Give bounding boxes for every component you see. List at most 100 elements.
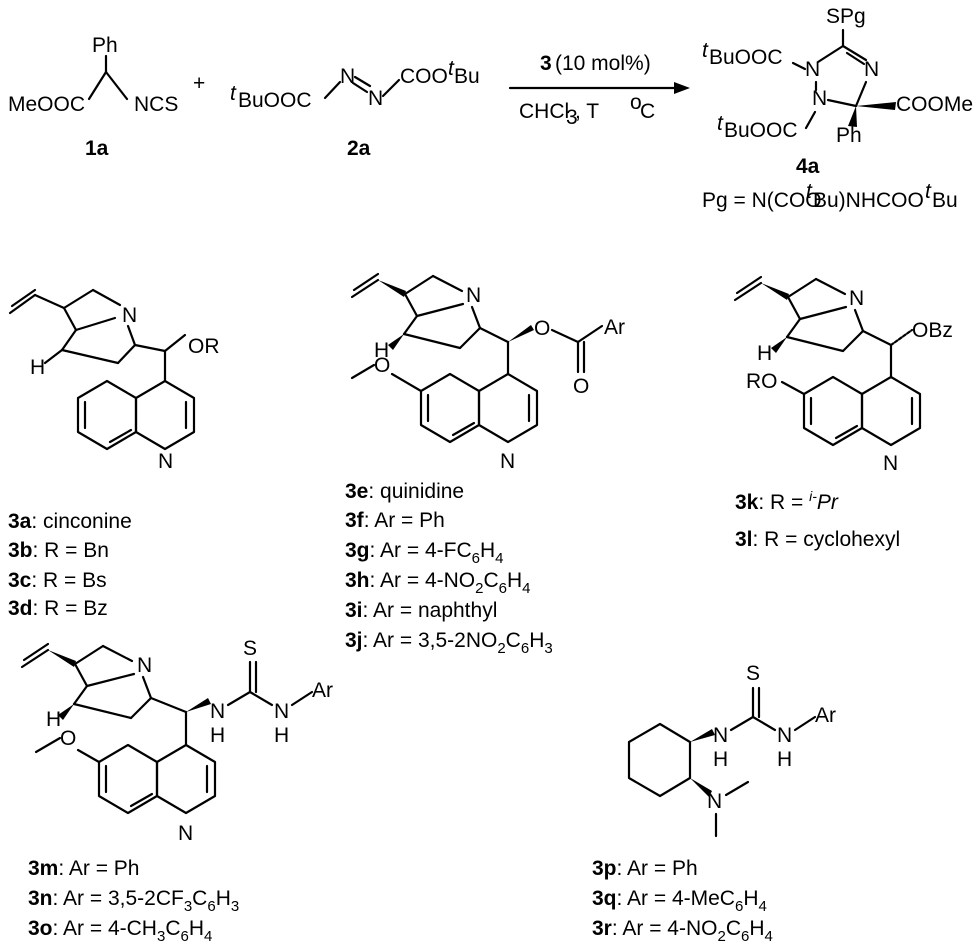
svg-text:3f: Ar = Ph: 3f: Ar = Ph: [345, 509, 445, 532]
desc-3o: : Ar = 4-CH: [53, 917, 157, 940]
bridge-n: N: [466, 284, 481, 307]
phenyl-label: Ph: [836, 124, 862, 147]
code-3b: 3b: [8, 539, 33, 562]
methoxy-o: O: [374, 354, 390, 377]
svg-text:3d: R = Bz: 3d: R = Bz: [8, 597, 108, 620]
h-label: H: [46, 708, 61, 731]
code-3h: 3h: [345, 569, 370, 592]
svg-text:3g: Ar = 4-FC6H4: 3g: Ar = 4-FC6H4: [345, 539, 503, 567]
boc-right-tail: Bu: [454, 65, 480, 88]
code-3f: 3f: [345, 509, 365, 532]
quinoline-n: N: [178, 822, 193, 845]
compound-code-1a: 1a: [85, 137, 109, 160]
phenyl-bond: [848, 106, 857, 127]
catalyst-3a-3d-legend: 3a: cinconine 3b: R = Bn 3c: R = Bs 3d: …: [8, 510, 132, 620]
ar-label: Ar: [815, 704, 836, 727]
h-label: H: [757, 342, 772, 365]
bridge-n: N: [849, 287, 864, 310]
code-3e: 3e: [345, 480, 368, 503]
bridge-n: N: [122, 304, 137, 327]
desc-3j: : Ar = 3,5-2NO: [363, 629, 498, 652]
svg-text:3l: R = cyclohexyl: 3l: R = cyclohexyl: [735, 528, 900, 551]
svg-text:3c: R = Bs: 3c: R = Bs: [8, 569, 107, 592]
pg-sup2: t: [925, 180, 932, 203]
arrowhead: [674, 82, 690, 94]
solvent-sub: 3: [566, 106, 578, 129]
spg-label: SPg: [826, 5, 866, 28]
temperature: , T: [575, 100, 599, 123]
boc-right-label: COO: [400, 65, 448, 88]
azo-n2: N: [368, 87, 383, 110]
code-3i: 3i: [345, 599, 363, 622]
ester-label: COOMe: [896, 93, 973, 116]
catalyst-3e-3j-structure: N H O Ar O N O: [350, 272, 625, 473]
bridge-n: N: [137, 654, 152, 677]
compound-2a: t BuOOC N N COO t Bu 2a: [230, 57, 480, 160]
tbu-sup-right: t: [448, 57, 455, 80]
svg-text:3m: Ar = Ph: 3m: Ar = Ph: [28, 857, 140, 880]
h-label: H: [30, 356, 45, 379]
code-3k: 3k: [735, 491, 759, 514]
ro-label: RO: [746, 370, 778, 393]
quinoline-n: N: [883, 452, 898, 475]
desc-3d: : R = Bz: [33, 597, 108, 620]
tbu-sup-left: t: [230, 82, 237, 105]
o-wedge: [508, 325, 534, 342]
code-3m: 3m: [28, 857, 58, 880]
isothiocyanate-label: NCS: [134, 93, 178, 116]
methoxy-o: O: [60, 727, 76, 750]
desc-3m: : Ar = Ph: [58, 857, 139, 880]
code-3d: 3d: [8, 597, 33, 620]
compound-4a: SPg N N N t BuOOC t BuOOC COOMe Ph 4a Pg…: [702, 5, 973, 212]
catalyst-code: 3: [540, 52, 552, 75]
thiocarbonyl-s: S: [243, 637, 257, 660]
pg-definition-prefix: Pg = N(COO: [702, 189, 822, 212]
boc1-sup: t: [702, 39, 709, 62]
ester-o: O: [534, 317, 550, 340]
compound-code-2a: 2a: [347, 137, 371, 160]
pg-definition-tail: Bu: [932, 189, 958, 212]
svg-text:3o: Ar = 4-CH3C6H4: 3o: Ar = 4-CH3C6H4: [28, 917, 212, 945]
svg-text:3h: Ar = 4-NO2C6H4: 3h: Ar = 4-NO2C6H4: [345, 569, 531, 597]
code-3l: 3l: [735, 528, 753, 551]
catalyst-3k-3l-legend: 3k: R = i-Pr 3l: R = cyclohexyl: [735, 488, 900, 551]
thiourea-h2: H: [274, 724, 289, 747]
thiourea-n1: N: [210, 700, 225, 723]
ester-bond: [856, 102, 896, 110]
svg-text:3b: R = Bn: 3b: R = Bn: [8, 539, 109, 562]
svg-text:3r: Ar = 4-NO2C6H4: 3r: Ar = 4-NO2C6H4: [592, 917, 773, 945]
thiourea-n2: N: [274, 700, 289, 723]
code-3a: 3a: [8, 510, 32, 533]
temperature-sup: o: [630, 91, 642, 114]
svg-text:3n: Ar = 3,5-2CF3C6H3: 3n: Ar = 3,5-2CF3C6H3: [28, 887, 239, 915]
h-label: H: [374, 339, 389, 362]
quinoline-n: N: [158, 450, 173, 473]
code-3n: 3n: [28, 887, 53, 910]
svg-text:3k: R = i-Pr: 3k: R = i-Pr: [735, 488, 839, 514]
boc2-sup: t: [717, 112, 724, 135]
code-3c: 3c: [8, 569, 32, 592]
code-3r: 3r: [592, 917, 612, 940]
desc-3c: : R = Bs: [31, 569, 106, 592]
thiourea-h2: H: [777, 748, 792, 771]
ring-n-left2: N: [812, 87, 827, 110]
boc-left-label: BuOOC: [238, 89, 312, 112]
compound-1a: Ph MeOOC NCS 1a: [8, 34, 178, 160]
or-label: OR: [188, 335, 220, 358]
desc-3b: : R = Bn: [33, 539, 109, 562]
ring-n-top: N: [864, 58, 879, 81]
ar-label: Ar: [312, 679, 333, 702]
svg-text:3q: Ar = 4-MeC6H4: 3q: Ar = 4-MeC6H4: [592, 887, 767, 915]
vinyl-wedge: [378, 280, 406, 297]
catalyst-3a-3d-structure: N H OR N: [8, 288, 220, 473]
reaction-arrow: 3 (10 mol%) CHCl 3 , T o C: [508, 52, 690, 129]
desc-3i: : Ar = naphthyl: [363, 599, 498, 622]
pg-definition-mid: Bu)NHCOO: [813, 189, 924, 212]
thiourea-h1: H: [210, 724, 225, 747]
plus-sign: +: [193, 72, 205, 95]
boc2-label: BuOOC: [724, 119, 798, 142]
carbonyl-o: O: [573, 375, 589, 398]
obz-label: OBz: [912, 319, 953, 342]
svg-text:3j: Ar = 3,5-2NO2C6H3: 3j: Ar = 3,5-2NO2C6H3: [345, 629, 553, 657]
